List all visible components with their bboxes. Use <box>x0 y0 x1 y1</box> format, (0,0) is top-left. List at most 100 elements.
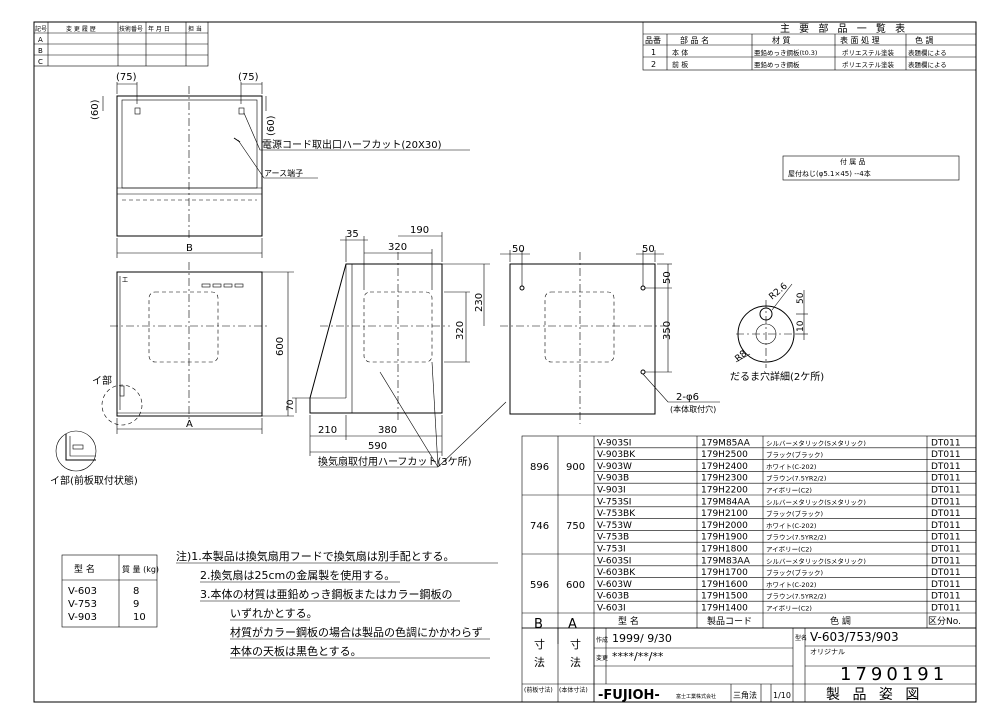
rev-mark-a: A <box>38 36 43 44</box>
dim-320-horizontal: 320 <box>388 242 407 253</box>
model-row-division: DT011 <box>931 533 961 543</box>
dim-50-left: 50 <box>512 244 525 255</box>
note-line: 3.本体の材質は亜鉛めっき鋼板またはカラー鋼板の <box>200 587 453 601</box>
model-row-division: DT011 <box>931 580 961 590</box>
b-ho: 法 <box>534 655 545 669</box>
cord-knockout-right <box>238 107 245 115</box>
rev-header-date: 年 月 日 <box>148 25 170 33</box>
dim-50-right: 50 <box>642 244 655 255</box>
model-row-color: ブラウン(7.5YR2/2) <box>766 592 826 601</box>
top-view: (75) (75) (60) (60) B 電源コード取出口ハーフカット(20X… <box>90 72 470 258</box>
rev-date-label: 変更 <box>596 654 608 662</box>
accessory-box: 付 属 品 屋付ねじ(φ5.1×45) --4本 <box>782 155 960 181</box>
dim-50-vertical: 50 <box>662 271 673 284</box>
revision-table: 記号 変 更 履 歴 技術番号 年 月 日 担 当 A B C <box>33 21 209 67</box>
dim-a: A <box>186 419 193 430</box>
model-row-division: DT011 <box>931 474 961 484</box>
parts-row1-no: 1 <box>651 48 656 57</box>
parts-table-title: 主 要 部 品 一 覧 表 <box>780 22 908 35</box>
daruma-detail: R2.6 50 10 R8 だるま穴詳細(2ケ所) <box>730 281 824 383</box>
revised-date: ****/**/** <box>612 650 664 663</box>
company-name: 富士工業株式会社 <box>676 693 716 700</box>
front-view: 工 600 A イ部 イ部(前板取付状態) <box>50 262 294 487</box>
part-i-detail-label: イ部(前板取付状態) <box>50 474 138 487</box>
model-row-color: シルバーメタリック(Sメタリック) <box>766 438 866 447</box>
model-row-code: 179H2400 <box>701 462 748 472</box>
original-label: オリジナル <box>810 648 845 656</box>
side-view: 35 190 320 320 230 70 210 380 590 <box>286 225 507 468</box>
date-label: 作成 <box>596 636 608 644</box>
note-line: いずれかとする。 <box>230 607 318 620</box>
part-i-circle <box>101 384 143 426</box>
model-row-color: ホワイト(C-202) <box>766 463 816 471</box>
model-row-name: V-753I <box>597 545 626 555</box>
daruma-label: だるま穴詳細(2ケ所) <box>730 370 824 383</box>
model-row-color: ブラック(ブラック) <box>766 450 823 459</box>
rev-mark-c: C <box>38 58 43 66</box>
notes: 注)1.本製品は換気扇用フードで換気扇は別手配とする。2.換気扇は25cmの金属… <box>176 549 498 659</box>
parts-row2-material: 亜鉛めっき鋼板 <box>754 60 800 69</box>
drawing-number: 1790191 <box>840 664 948 685</box>
cord-cutout-label: 電源コード取出口ハーフカット(20X30) <box>262 138 442 151</box>
model-header-code: 製品コード <box>707 615 752 627</box>
drawing-title: 製 品 姿 図 <box>826 687 923 703</box>
model-row-division: DT011 <box>931 521 961 531</box>
weight-row-weight: 9 <box>133 599 139 610</box>
dim-r8: R8 <box>734 349 750 365</box>
model-row-division: DT011 <box>931 450 961 460</box>
accessory-title: 付 属 品 <box>840 157 865 166</box>
model-row-code: 179H2300 <box>701 474 748 484</box>
group-900-a: 900 <box>566 462 585 473</box>
parts-row2-name: 前 板 <box>672 60 688 69</box>
note-line: 本体の天板は黒色とする。 <box>230 644 362 658</box>
model-row-name: V-753W <box>597 521 632 531</box>
b-sun: 寸 <box>534 637 545 651</box>
dim-75-right: (75) <box>238 72 259 83</box>
model-row-code: 179M85AA <box>701 438 751 448</box>
part-i-detail-circle <box>55 430 97 472</box>
model-row-name: V-603I <box>597 604 626 614</box>
mount-hole-sublabel: (本体取付穴) <box>670 404 716 414</box>
model-row-code: 179H1500 <box>701 592 748 602</box>
model-row-color: シルバーメタリック(Sメタリック) <box>766 497 866 506</box>
model-row-code: 179H1400 <box>701 604 748 614</box>
model-row-color: ブラウン(7.5YR2/2) <box>766 533 826 542</box>
a-sun: 寸 <box>570 637 581 651</box>
model-row-code: 179H1600 <box>701 580 748 590</box>
group-600-a: 600 <box>566 580 585 591</box>
maker-logo: -FUJIOH- <box>598 688 660 703</box>
scale: 1/10 <box>773 691 791 700</box>
model-row-color: ホワイト(C-202) <box>766 581 816 589</box>
model-row-name: V-603SI <box>597 556 631 566</box>
parts-row2-no: 2 <box>651 60 656 69</box>
group-600-b: 596 <box>530 580 549 591</box>
model-row-code: 179M84AA <box>701 497 751 507</box>
dim-350: 350 <box>662 321 673 340</box>
model-row-name: V-603B <box>597 592 629 602</box>
a-sublabel: (本体寸法) <box>559 686 588 694</box>
back-fan-cutout <box>544 291 615 363</box>
front-fan-cutout <box>148 291 219 363</box>
a-ho: 法 <box>570 655 581 669</box>
model-name: V-603/753/903 <box>810 630 899 644</box>
model-row-color: アイボリー(C2) <box>766 487 812 495</box>
dim-320-vertical: 320 <box>455 321 466 340</box>
model-row-color: ブラウン(7.5YR2/2) <box>766 474 826 483</box>
model-row-name: V-753B <box>597 533 629 543</box>
model-row-code: 179H1700 <box>701 568 748 578</box>
parts-row1-name: 本 体 <box>672 48 688 57</box>
created-date: 1999/ 9/30 <box>612 632 672 645</box>
part-i-label: イ部 <box>92 374 112 387</box>
note-line: 2.換気扇は25cmの金属製を使用する。 <box>200 568 395 582</box>
model-row-division: DT011 <box>931 509 961 519</box>
model-row-name: V-903W <box>597 462 632 472</box>
rev-header-person: 担 当 <box>188 25 202 33</box>
projection-method: 三角法 <box>733 690 757 700</box>
model-row-name: V-903B <box>597 474 629 484</box>
dim-b: B <box>186 243 193 254</box>
parts-row1-material: 亜鉛めっき鋼板(t0.3) <box>754 48 817 57</box>
model-row-code: 179H1900 <box>701 533 748 543</box>
